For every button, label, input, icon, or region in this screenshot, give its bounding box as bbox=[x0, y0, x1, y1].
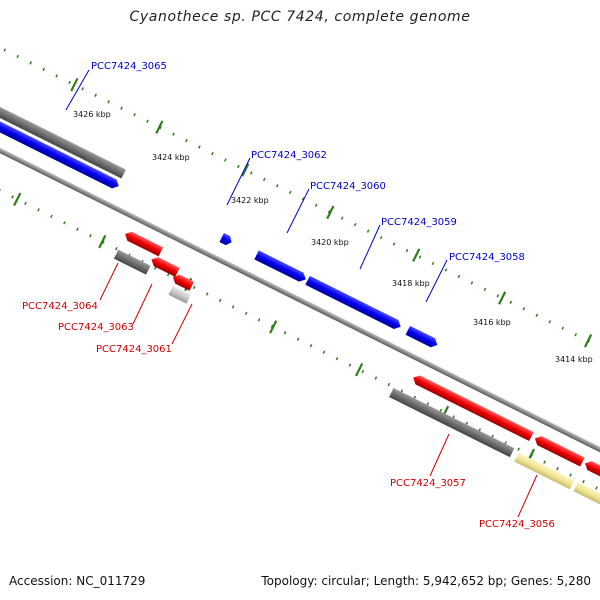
feature-track bbox=[113, 249, 600, 532]
gene-pcc7424-3058[interactable] bbox=[405, 325, 440, 350]
reverse-track bbox=[123, 230, 600, 509]
gene-label-3058[interactable]: PCC7424_3058 bbox=[449, 252, 525, 263]
tick-label-3420: 3420 kbp bbox=[311, 238, 349, 247]
reverse-leader-lines bbox=[99, 262, 538, 518]
gene-label-3059[interactable]: PCC7424_3059 bbox=[381, 217, 457, 228]
pale-yellow-feature-right[interactable] bbox=[573, 482, 600, 532]
light-grey-feature[interactable] bbox=[168, 285, 191, 304]
tick-label-3414: 3414 kbp bbox=[555, 355, 593, 364]
gene-pcc7424-3056[interactable] bbox=[514, 452, 575, 490]
gene-label-3061[interactable]: PCC7424_3061 bbox=[96, 344, 172, 355]
gene-label-3057[interactable]: PCC7424_3057 bbox=[390, 478, 466, 489]
gene-label-3062[interactable]: PCC7424_3062 bbox=[251, 150, 327, 161]
forward-track bbox=[0, 77, 440, 350]
forward-leader-lines bbox=[65, 69, 448, 303]
grey-feature-upper[interactable] bbox=[0, 77, 126, 179]
gene-pcc7424-3061[interactable] bbox=[171, 272, 194, 291]
gene-label-3065[interactable]: PCC7424_3065 bbox=[91, 61, 167, 72]
tick-label-3426: 3426 kbp bbox=[73, 110, 111, 119]
accession-text: Accession: NC_011729 bbox=[9, 574, 146, 588]
gene-label-3056[interactable]: PCC7424_3056 bbox=[479, 519, 555, 530]
gene-label-3060[interactable]: PCC7424_3060 bbox=[310, 181, 386, 192]
tick-label-3418: 3418 kbp bbox=[392, 279, 430, 288]
grey-feature-3057[interactable] bbox=[389, 387, 515, 458]
tick-label-3416: 3416 kbp bbox=[473, 318, 511, 327]
gene-pcc7424-3062[interactable] bbox=[219, 233, 233, 247]
gene-pcc7424-3060[interactable] bbox=[254, 250, 308, 283]
gene-pcc7424-3064[interactable] bbox=[123, 230, 164, 257]
gene-label-3063[interactable]: PCC7424_3063 bbox=[58, 322, 134, 333]
gene-pcc7424-3059[interactable] bbox=[305, 275, 403, 331]
red-feature-right-1[interactable] bbox=[533, 434, 585, 467]
outer-tick-ring bbox=[0, 36, 600, 407]
genome-backbone bbox=[0, 110, 600, 490]
genome-summary-text: Topology: circular; Length: 5,942,652 bp… bbox=[261, 574, 591, 588]
grey-feature-3064[interactable] bbox=[113, 249, 151, 275]
tick-label-3424: 3424 kbp bbox=[152, 153, 190, 162]
gene-label-3064[interactable]: PCC7424_3064 bbox=[22, 301, 98, 312]
gene-labels: PCC7424_3065 PCC7424_3062 PCC7424_3060 P… bbox=[22, 61, 555, 530]
gene-pcc7424-3065[interactable] bbox=[0, 89, 121, 190]
gene-pcc7424-3063[interactable] bbox=[149, 255, 180, 277]
map-title: Cyanothece sp. PCC 7424, complete genome bbox=[129, 9, 471, 25]
tick-labels: 3426 kbp 3424 kbp 3422 kbp 3420 kbp 3418… bbox=[73, 110, 593, 364]
gene-pcc7424-3057[interactable] bbox=[411, 373, 534, 442]
tick-label-3422: 3422 kbp bbox=[231, 196, 269, 205]
